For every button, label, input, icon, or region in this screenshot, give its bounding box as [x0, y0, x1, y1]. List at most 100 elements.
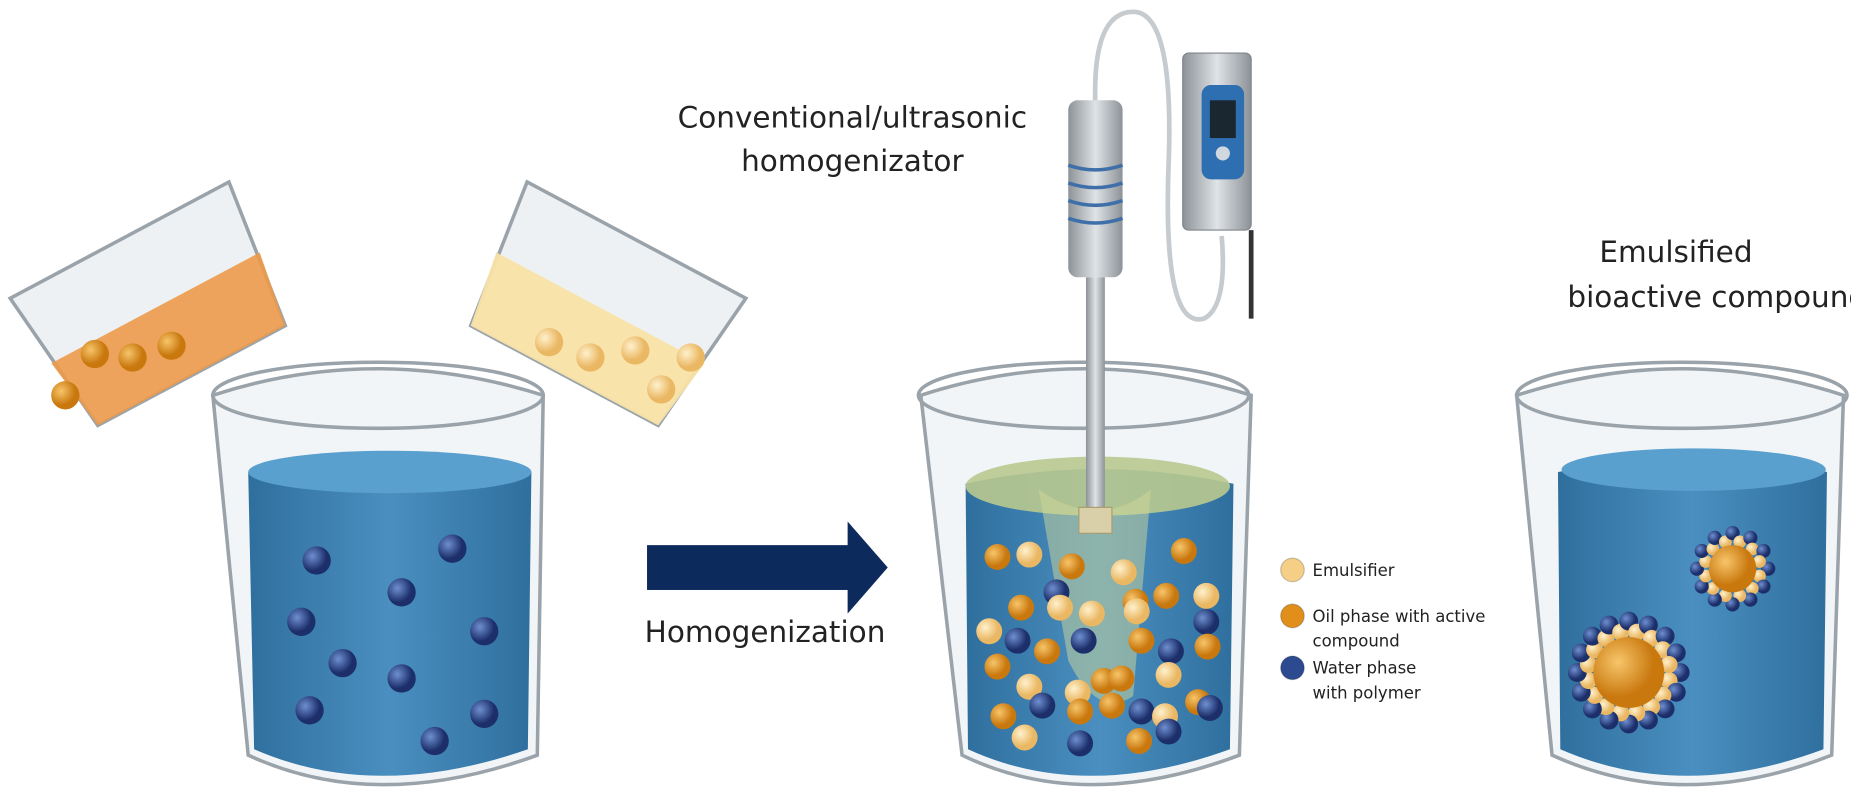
emulsifier-particle	[1193, 582, 1220, 609]
process-label: Homogenization	[645, 615, 886, 649]
water-particle	[387, 664, 416, 693]
oil-particle	[1008, 594, 1035, 621]
oil-particle	[1126, 728, 1153, 754]
water-particle	[438, 534, 467, 563]
water-particle	[1694, 579, 1709, 594]
emulsifier-particle	[1123, 598, 1150, 625]
water-particle	[1582, 699, 1602, 719]
legend-label: Water phase	[1313, 659, 1417, 678]
water-particle	[1155, 718, 1182, 745]
water-particle	[1193, 608, 1220, 635]
emulsifier-cup	[468, 179, 749, 428]
emulsifier-particle	[1011, 724, 1038, 751]
homogenizer-label-line2: homogenizator	[741, 144, 964, 178]
oil-particle	[157, 331, 186, 360]
emulsifier-particle	[534, 328, 564, 357]
oil-particle	[1034, 638, 1061, 665]
water-particle	[302, 546, 331, 575]
oil-particle	[1058, 553, 1085, 580]
legend-label: compound	[1313, 632, 1400, 651]
water-particle	[1655, 699, 1675, 719]
process-arrow	[647, 521, 888, 614]
emulsifier-particle	[676, 343, 705, 372]
emulsifier-particle	[1719, 589, 1732, 603]
oil-particle	[984, 543, 1011, 570]
oil-particle	[51, 381, 80, 410]
legend-item: Emulsifier	[1280, 557, 1395, 583]
oil-particle	[1098, 692, 1125, 719]
emulsifier-particle	[1110, 559, 1137, 586]
homogenizer-device	[1067, 9, 1254, 534]
water-particle	[1157, 638, 1184, 665]
water-particle	[1743, 592, 1758, 607]
water-particle	[1029, 692, 1056, 719]
water-particle	[1070, 627, 1097, 654]
probe-shaft	[1085, 277, 1105, 514]
legend-item: Water phase with polymer	[1280, 655, 1421, 703]
legend-label: Oil phase with active	[1313, 607, 1486, 626]
oil-particle	[1067, 698, 1094, 725]
oil-particle	[1708, 545, 1757, 593]
water-particle	[470, 617, 499, 646]
water-particle	[1666, 682, 1686, 702]
water-particle	[1756, 579, 1771, 594]
emulsifier-particle	[1047, 594, 1073, 621]
oil-particle	[984, 653, 1011, 680]
water-particle	[1743, 530, 1758, 545]
water-particle	[1707, 592, 1722, 607]
homogenizer-label-line1: Conventional/ultrasonic	[678, 100, 1027, 134]
water-particle	[1655, 626, 1675, 646]
oil-particle	[1593, 637, 1665, 708]
water-particle	[295, 696, 324, 725]
water-particle	[1571, 643, 1591, 663]
emulsifier-particle	[576, 343, 605, 372]
water-particle	[1599, 710, 1619, 730]
water-particle	[1004, 627, 1031, 654]
emulsifier-particle	[1016, 541, 1043, 568]
water-particle	[287, 607, 316, 636]
water-particle	[1756, 543, 1771, 558]
emulsifier-particle	[621, 336, 650, 365]
emulsifier-particle	[647, 375, 676, 404]
emulsifier-particle	[1699, 555, 1713, 568]
emulsifier-particle	[1064, 679, 1091, 706]
legend-label: Emulsifier	[1313, 561, 1395, 580]
emulsifier-particle-icon	[1280, 557, 1305, 583]
legend-label: with polymer	[1313, 684, 1421, 703]
oil-particle-icon	[1280, 603, 1305, 629]
water-particle	[1694, 543, 1709, 558]
result-label-line1: Emulsified	[1599, 235, 1752, 269]
oil-particle	[1128, 627, 1155, 654]
emulsifier-particle	[1733, 535, 1747, 549]
water-particle	[420, 726, 449, 756]
emulsion-beaker	[1514, 360, 1849, 787]
water-particle	[1707, 530, 1722, 545]
water-particle	[1128, 698, 1155, 725]
water-particle	[1638, 615, 1658, 635]
water-particle	[328, 648, 357, 678]
water-beaker	[210, 360, 545, 787]
legend-item: Oil phase with active compound	[1280, 603, 1486, 651]
water-particle-icon	[1280, 655, 1305, 681]
oil-particle	[1194, 633, 1221, 660]
oil-particle	[118, 343, 147, 372]
water-particle	[470, 699, 499, 729]
water-particle	[1582, 626, 1602, 646]
water-particle	[387, 578, 416, 607]
emulsifier-particle	[1078, 600, 1105, 627]
water-particle	[1196, 694, 1223, 721]
emulsifier-particle	[976, 618, 1003, 645]
water-particle	[1067, 730, 1094, 757]
emulsifier-particle	[1016, 673, 1043, 700]
emulsifier-particle	[1753, 555, 1766, 568]
result-label-line2: bioactive compound	[1567, 280, 1851, 314]
oil-particle	[1153, 582, 1180, 609]
emulsifier-particle	[1155, 661, 1182, 688]
emulsifier-particle	[1660, 656, 1678, 674]
oil-particle	[1108, 665, 1135, 692]
emulsifier-particle	[1753, 569, 1766, 583]
oil-particle	[1170, 538, 1197, 565]
